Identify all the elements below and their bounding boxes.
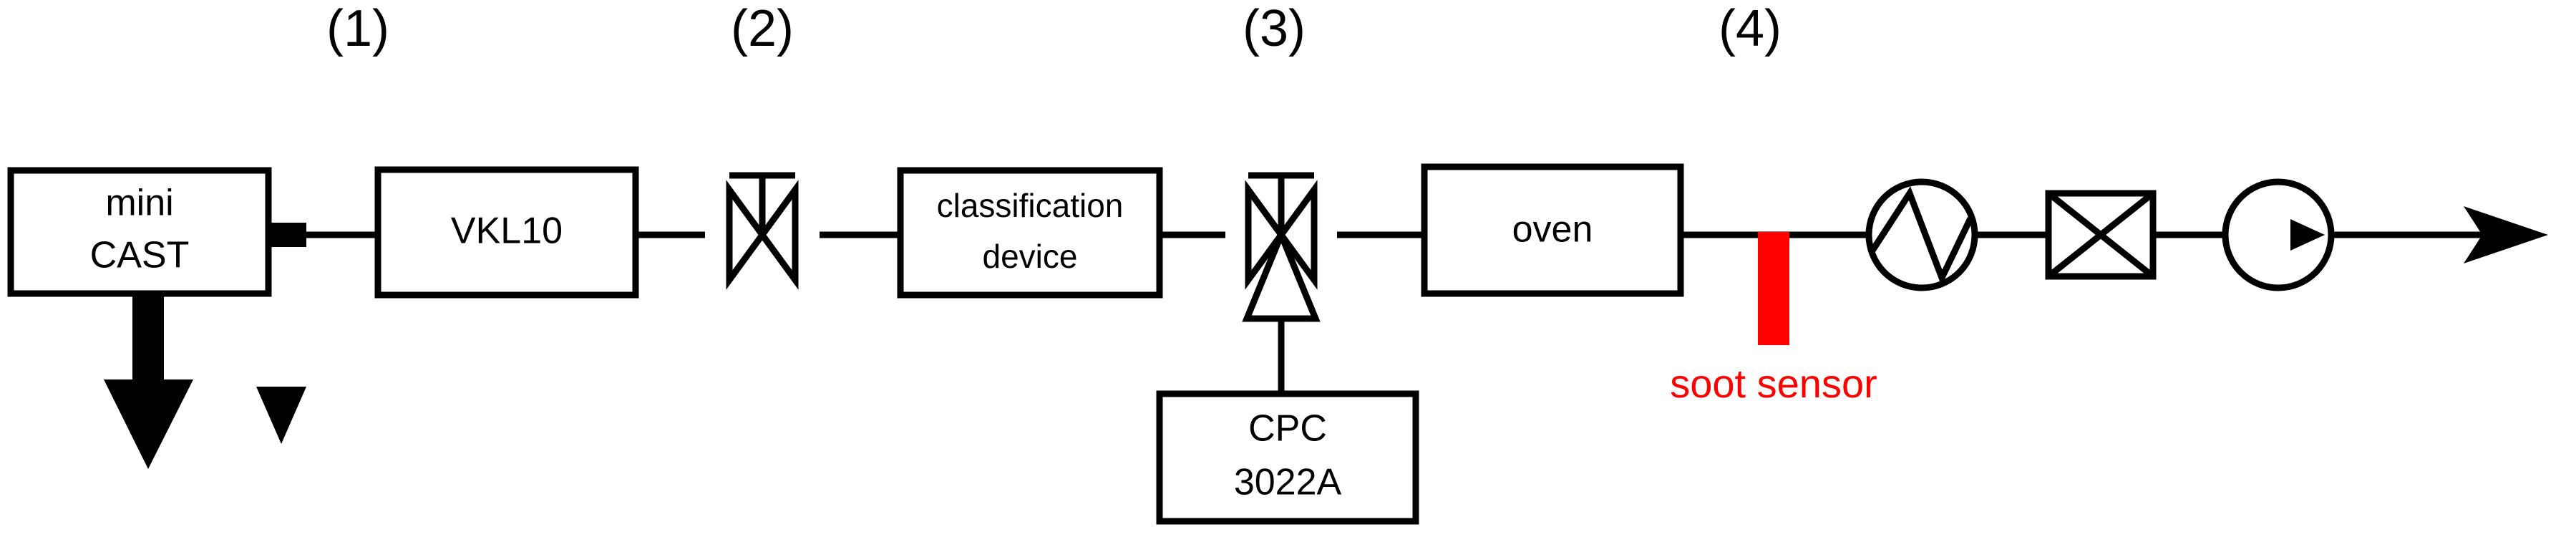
mini-cast-rect[interactable]	[7, 167, 272, 297]
flow-meter-icon[interactable]	[1865, 178, 1978, 291]
box-vkl10[interactable]: VKL10	[374, 166, 639, 299]
oven-rect[interactable]	[1421, 163, 1684, 297]
classification-device-rect[interactable]	[897, 167, 1163, 299]
three-way-valve-right-triangle	[1277, 180, 1318, 290]
cpc-label-line1: CPC	[1248, 408, 1327, 450]
callout-2: (2)	[731, 0, 794, 57]
cpc-label-line2: 3022A	[1234, 462, 1342, 503]
three-way-valve-left-triangle	[1245, 180, 1285, 290]
outlet-arrow-head	[2464, 206, 2548, 263]
exhaust-arrow-shape	[256, 223, 306, 444]
filter-icon[interactable]	[2045, 190, 2157, 280]
soot-sensor-label: soot sensor	[1670, 361, 1877, 406]
box-classification-device[interactable]: classification device	[897, 167, 1163, 299]
callout-4: (4)	[1719, 0, 1782, 57]
pump-inner-arrow	[2290, 219, 2325, 251]
flow-meter-circle	[1865, 178, 1978, 291]
pump-circle	[2222, 178, 2335, 291]
vkl10-rect[interactable]	[374, 166, 639, 299]
soot-sensor-group[interactable]: soot sensor	[1670, 232, 1877, 406]
callout-1: (1)	[326, 0, 389, 57]
classification-device-label-line2: device	[983, 238, 1078, 275]
outlet-arrow-icon	[2464, 206, 2548, 263]
exhaust-arrow-head	[104, 379, 193, 469]
mini-cast-label-line2: CAST	[90, 235, 190, 276]
box-mini-cast[interactable]: mini CAST	[7, 167, 272, 297]
needle-valve-left-triangle	[726, 180, 767, 290]
vkl10-label: VKL10	[451, 211, 563, 252]
mini-cast-label-line1: mini	[105, 183, 173, 224]
box-cpc-3022a[interactable]: CPC 3022A	[1156, 390, 1419, 525]
filter-diagonal-2	[2046, 190, 2155, 279]
three-way-valve-icon[interactable]	[1242, 172, 1321, 322]
soot-sensor-bar[interactable]	[1758, 232, 1789, 345]
pump-icon[interactable]	[2222, 178, 2335, 291]
flow-meter-sawtooth	[1870, 186, 1974, 286]
classification-device-label-line1: classification	[937, 187, 1124, 224]
cpc-rect[interactable]	[1156, 390, 1419, 525]
box-oven[interactable]: oven	[1421, 163, 1684, 297]
oven-label: oven	[1512, 209, 1593, 251]
callout-3: (3)	[1243, 0, 1306, 57]
three-way-valve-bottom-triangle	[1242, 226, 1321, 322]
needle-valve-right-triangle	[758, 180, 799, 290]
callout-labels: (1) (2) (3) (4)	[326, 0, 1782, 57]
needle-valve-icon[interactable]	[726, 172, 799, 290]
